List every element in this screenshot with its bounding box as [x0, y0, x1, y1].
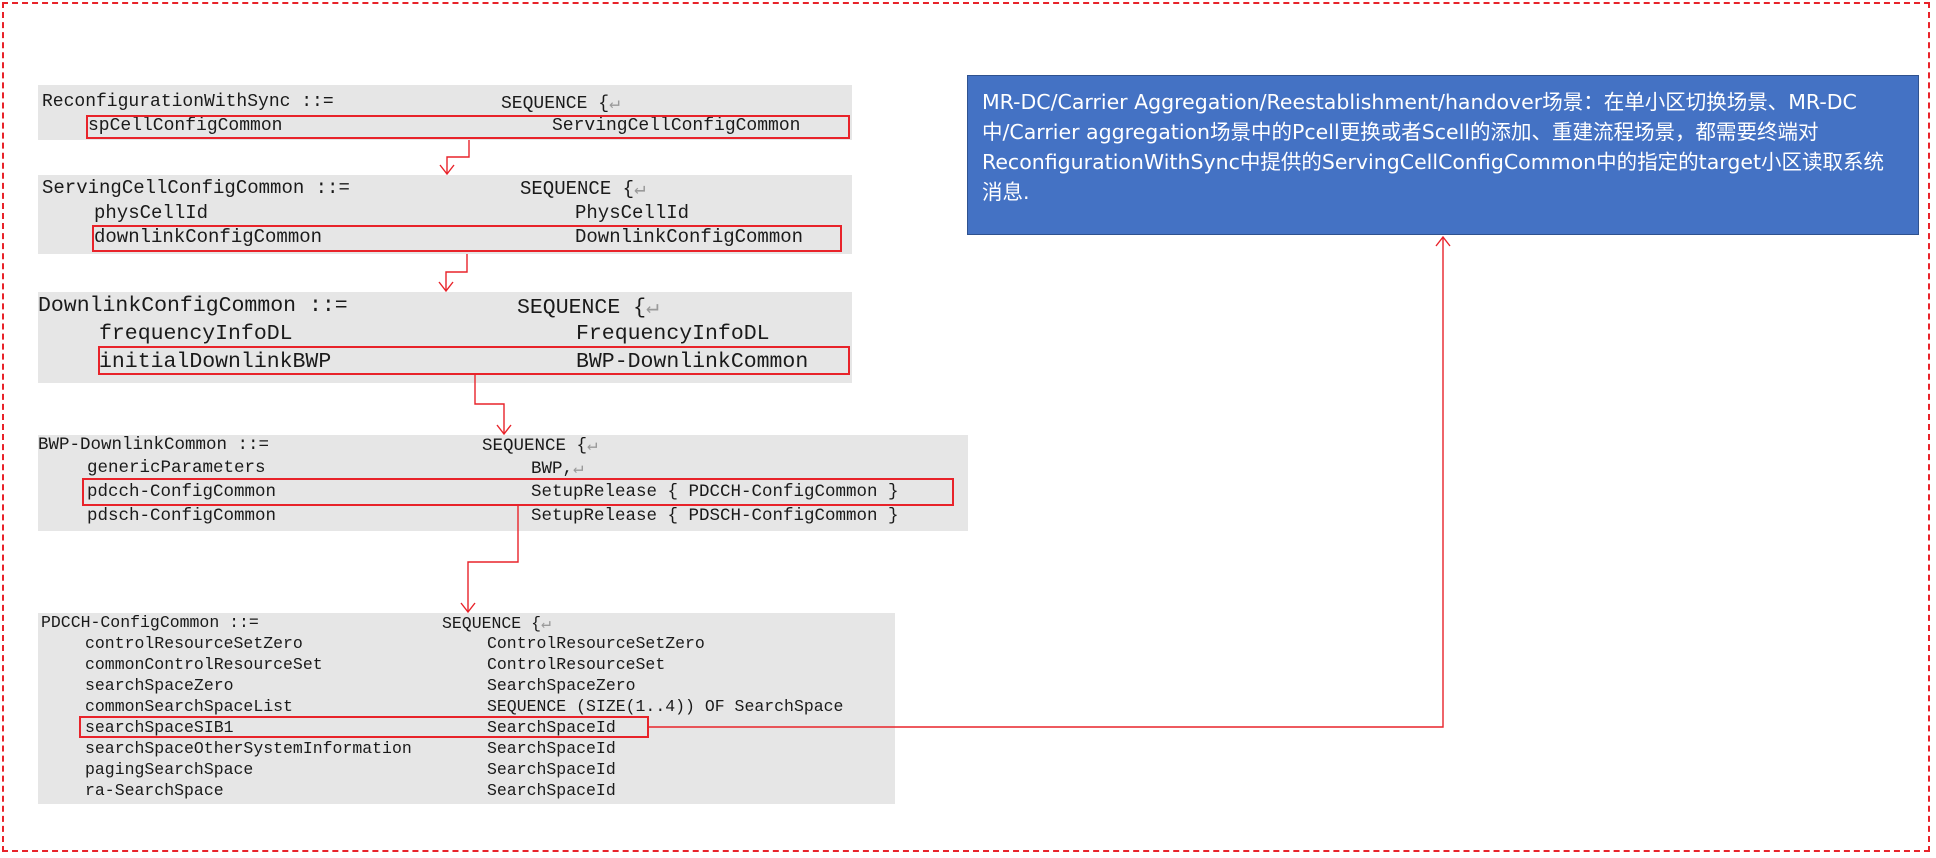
field-name: commonSearchSpaceList — [85, 697, 293, 716]
field-name: genericParameters — [87, 458, 266, 478]
field-name: searchSpaceZero — [85, 676, 234, 695]
code-line: genericParameters BWP,↵ — [38, 458, 584, 538]
field-name: frequencyInfoDL — [99, 322, 293, 346]
code-line: DownlinkConfigCommon ::= SEQUENCE {↵ — [38, 294, 659, 390]
return-mark-icon: ↵ — [609, 94, 620, 114]
field-name: pdcch-ConfigCommon — [87, 482, 277, 502]
field-type: SearchSpaceId — [487, 760, 616, 779]
code-line: BWP-DownlinkCommon ::= SEQUENCE {↵ — [38, 435, 598, 515]
field-name: commonControlResourceSet — [85, 655, 323, 674]
highlight-box-initialdownlinkbwp — [98, 346, 850, 375]
field-type: SearchSpaceId — [487, 781, 616, 800]
type-definition: ServingCellConfigCommon ::= — [42, 177, 350, 199]
field-type: SearchSpaceId — [487, 739, 616, 758]
code-line: commonControlResourceSet ControlResource… — [38, 655, 665, 731]
highlight-box-downlinkconfigcommon — [92, 225, 842, 252]
field-name: ra-SearchSpace — [85, 781, 224, 800]
field-name: searchSpaceSIB1 — [85, 718, 234, 737]
field-type: BWP,↵ — [531, 459, 584, 479]
field-type: SetupRelease { PDSCH-ConfigCommon } — [531, 506, 899, 526]
field-type: PhysCellId — [575, 202, 690, 224]
field-name: initialDownlinkBWP — [99, 350, 332, 374]
return-mark-icon: ↵ — [646, 296, 659, 320]
field-name: pagingSearchSpace — [85, 760, 254, 779]
code-line: spCellConfigCommon ServingCellConfigComm… — [38, 116, 800, 196]
type-definition: ReconfigurationWithSync ::= — [42, 92, 334, 112]
code-line: physCellId PhysCellId — [38, 202, 689, 290]
type-keyword: SEQUENCE {↵ — [482, 436, 598, 456]
return-mark-icon: ↵ — [634, 178, 646, 200]
field-name: controlResourceSetZero — [85, 634, 303, 653]
code-line: searchSpaceSIB1 SearchSpaceId — [38, 718, 616, 794]
return-mark-icon: ↵ — [541, 614, 551, 633]
code-line: ReconfigurationWithSync ::= SEQUENCE {↵ — [38, 92, 620, 172]
type-definition: DownlinkConfigCommon ::= — [38, 294, 348, 318]
explanation-note: MR-DC/Carrier Aggregation/Reestablishmen… — [967, 75, 1919, 235]
code-block-reconfiguration-with-sync: ReconfigurationWithSync ::= SEQUENCE {↵ … — [38, 85, 852, 140]
highlight-box-spcellconfigcommon — [86, 115, 850, 139]
code-block-downlink-config-common: DownlinkConfigCommon ::= SEQUENCE {↵ fre… — [38, 292, 852, 383]
type-keyword: SEQUENCE {↵ — [501, 94, 620, 114]
type-keyword: SEQUENCE {↵ — [520, 178, 646, 200]
field-name: downlinkConfigCommon — [94, 226, 323, 248]
code-line: ServingCellConfigCommon ::= SEQUENCE {↵ — [38, 177, 645, 265]
field-type: ControlResourceSetZero — [487, 634, 705, 653]
code-line: searchSpaceOtherSystemInformation Search… — [38, 739, 616, 815]
highlight-box-pdcch-configcommon — [82, 478, 954, 506]
code-line: searchSpaceZero SearchSpaceZero — [38, 676, 636, 752]
type-keyword: SEQUENCE {↵ — [442, 614, 551, 633]
field-name: spCellConfigCommon — [88, 116, 283, 136]
highlight-box-searchspacesib1 — [79, 716, 649, 738]
field-type: FrequencyInfoDL — [576, 322, 770, 346]
type-keyword: SEQUENCE {↵ — [517, 296, 659, 320]
return-mark-icon: ↵ — [587, 436, 598, 456]
field-type: SEQUENCE (SIZE(1..4)) OF SearchSpace — [487, 697, 844, 716]
field-type: ServingCellConfigCommon — [552, 116, 801, 136]
field-name: physCellId — [94, 202, 209, 224]
code-block-pdcch-config-common: PDCCH-ConfigCommon ::= SEQUENCE {↵ contr… — [38, 613, 895, 804]
field-type: SearchSpaceZero — [487, 676, 636, 695]
field-name: searchSpaceOtherSystemInformation — [85, 739, 412, 758]
code-line: pdsch-ConfigCommon SetupRelease { PDSCH-… — [38, 506, 899, 586]
field-type: SearchSpaceId — [487, 718, 616, 737]
field-type: ControlResourceSet — [487, 655, 666, 674]
code-line: ra-SearchSpace SearchSpaceId — [38, 781, 616, 857]
code-line: initialDownlinkBWP BWP-DownlinkCommon — [38, 350, 808, 446]
code-line: pagingSearchSpace SearchSpaceId — [38, 760, 616, 836]
return-mark-icon: ↵ — [573, 459, 584, 479]
field-name: pdsch-ConfigCommon — [87, 506, 277, 526]
code-line: PDCCH-ConfigCommon ::= SEQUENCE {↵ — [38, 613, 551, 689]
type-definition: BWP-DownlinkCommon ::= — [38, 435, 270, 455]
type-definition: PDCCH-ConfigCommon ::= — [41, 613, 259, 632]
